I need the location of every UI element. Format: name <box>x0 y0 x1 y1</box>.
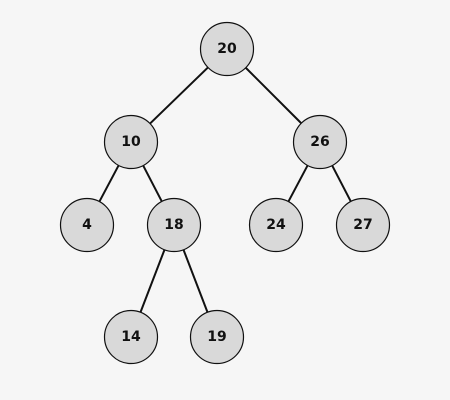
edge-n18-n14 <box>139 249 166 313</box>
node-circle <box>189 309 245 365</box>
tree-node: 4 <box>59 197 115 253</box>
edge-n20-n26 <box>245 67 302 124</box>
node-circle <box>103 309 159 365</box>
edges-layer <box>98 66 352 313</box>
node-circle <box>199 21 255 77</box>
tree-node: 14 <box>103 309 159 365</box>
node-label: 4 <box>82 217 92 233</box>
edge-n10-n18 <box>142 165 163 202</box>
tree-node: 26 <box>292 114 348 170</box>
tree-node: 20 <box>199 21 255 77</box>
nodes-layer: 20 10 26 4 18 24 27 14 19 <box>59 21 391 365</box>
node-circle <box>335 197 391 253</box>
node-label: 20 <box>217 41 237 57</box>
node-label: 26 <box>310 134 329 150</box>
node-circle <box>59 197 115 253</box>
tree-node: 19 <box>189 309 245 365</box>
node-label: 27 <box>353 217 372 233</box>
edge-n20-n10 <box>149 66 209 125</box>
edge-n26-n27 <box>331 165 352 202</box>
node-label: 24 <box>266 217 286 233</box>
node-circle <box>248 197 304 253</box>
edge-n10-n4 <box>98 164 120 203</box>
node-circle <box>103 114 159 170</box>
node-circle <box>292 114 348 170</box>
tree-node: 24 <box>248 197 304 253</box>
tree-node: 27 <box>335 197 391 253</box>
node-label: 14 <box>121 329 141 345</box>
node-label: 18 <box>164 217 183 233</box>
node-label: 19 <box>207 329 226 345</box>
edge-n26-n24 <box>287 164 309 203</box>
tree-node: 18 <box>146 197 202 253</box>
node-label: 10 <box>121 134 141 150</box>
edge-n18-n19 <box>182 249 209 313</box>
tree-node: 10 <box>103 114 159 170</box>
node-circle <box>146 197 202 253</box>
